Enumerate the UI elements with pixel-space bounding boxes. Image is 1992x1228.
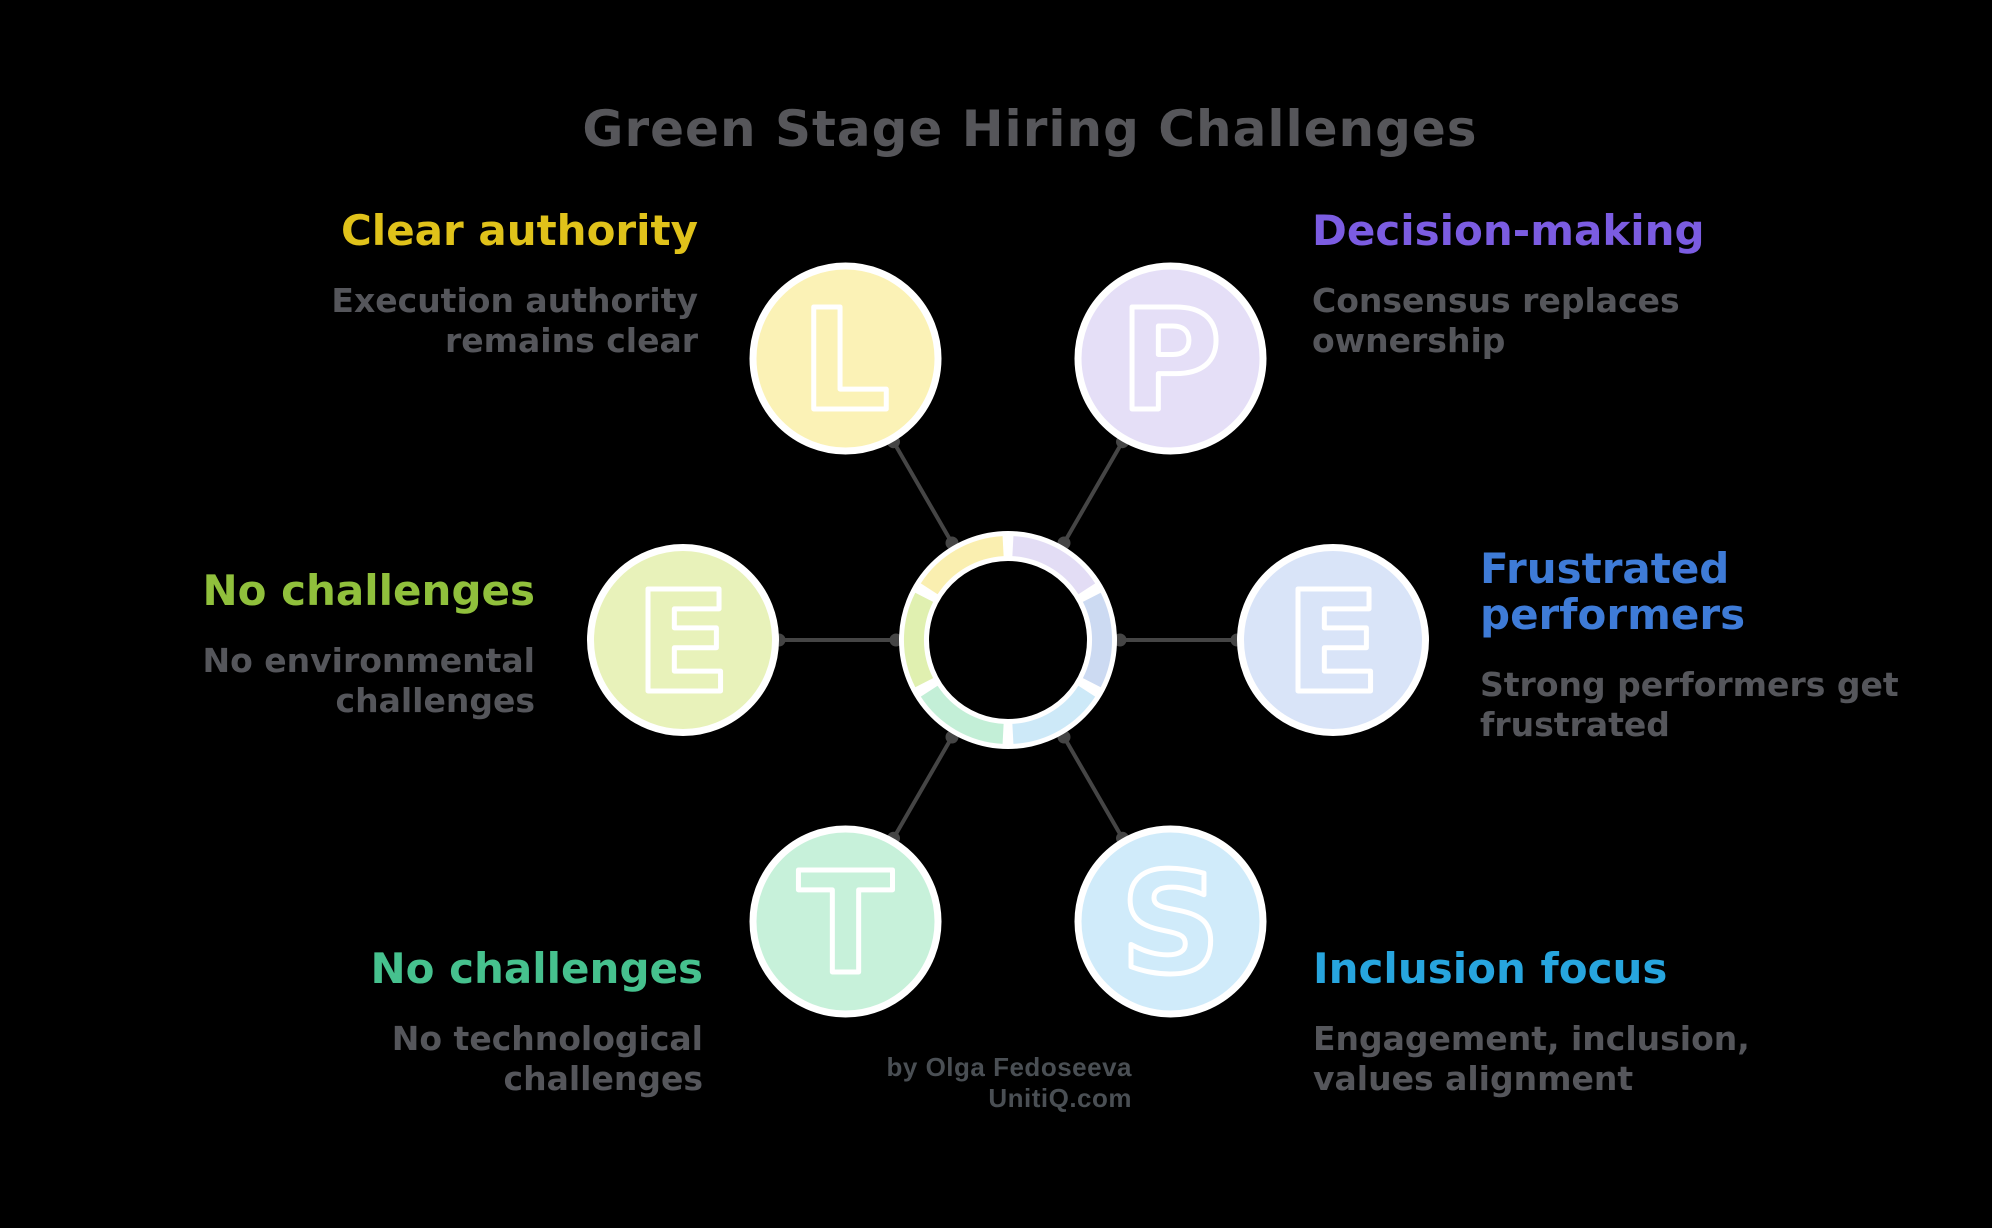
connector-line-technological [891, 735, 954, 841]
node-desc-environmental: No environmental challenges [202, 641, 535, 720]
node-desc-economic: Strong performers get frustrated [1480, 665, 1899, 744]
node-circle-technological [749, 825, 942, 1018]
node-text-environmental: No challenges No environmental challenge… [202, 566, 536, 720]
ring-segment-environmental [904, 592, 934, 688]
diagram-title: Green Stage Hiring Challenges [582, 100, 1478, 158]
node-label-social: Inclusion focus [1313, 944, 1668, 993]
letter-p: P [1119, 280, 1222, 443]
node-desc-political: Consensus replaces ownership [1312, 281, 1680, 360]
node-desc-technological: No technological challenges [391, 1019, 703, 1098]
node-label-economic: Frustrated performers [1480, 544, 1746, 640]
letter-l: L [801, 280, 890, 443]
letter-s: S [1120, 843, 1221, 1006]
node-label-environmental: No challenges [202, 566, 536, 615]
node-text-economic: Frustrated performers Strong performers … [1480, 544, 1899, 745]
node-desc-social: Engagement, inclusion, values alignment [1313, 1019, 1750, 1098]
ring-segment-social [1012, 685, 1096, 744]
node-text-legal: Clear authority Execution authority rema… [331, 206, 698, 360]
node-circle-environmental [587, 544, 779, 736]
node-circle-legal [749, 262, 942, 455]
node-circle-political [1074, 262, 1267, 455]
node-circle-social [1074, 825, 1267, 1018]
node-text-technological: No challenges No technological challenge… [370, 944, 704, 1098]
ring-segment-legal [920, 536, 1004, 595]
node-circle-economic [1237, 544, 1429, 736]
node-desc-legal: Execution authority remains clear [331, 281, 698, 360]
node-text-social: Inclusion focus Engagement, inclusion, v… [1313, 944, 1750, 1098]
node-label-legal: Clear authority [340, 206, 698, 255]
ring-segment-technological [920, 685, 1004, 744]
footer-author: by Olga Fedoseeva [886, 1052, 1132, 1082]
connector-line-legal [891, 439, 954, 545]
node-text-political: Decision-making Consensus replaces owner… [1312, 206, 1705, 360]
letter-t: T [798, 843, 894, 1006]
letter-e-economic: E [1285, 562, 1381, 725]
node-label-political: Decision-making [1312, 206, 1705, 255]
node-label-technological: No challenges [370, 944, 704, 993]
letter-e-environmental: E [635, 562, 731, 725]
ring-segment-political [1012, 536, 1096, 595]
connector-line-social [1062, 735, 1125, 841]
footer-site: UnitiQ.com [988, 1082, 1132, 1113]
ring-segment-economic [1082, 592, 1112, 688]
connector-line-political [1062, 439, 1125, 545]
footer-credit: by Olga Fedoseeva UnitiQ.com [887, 1052, 1132, 1113]
